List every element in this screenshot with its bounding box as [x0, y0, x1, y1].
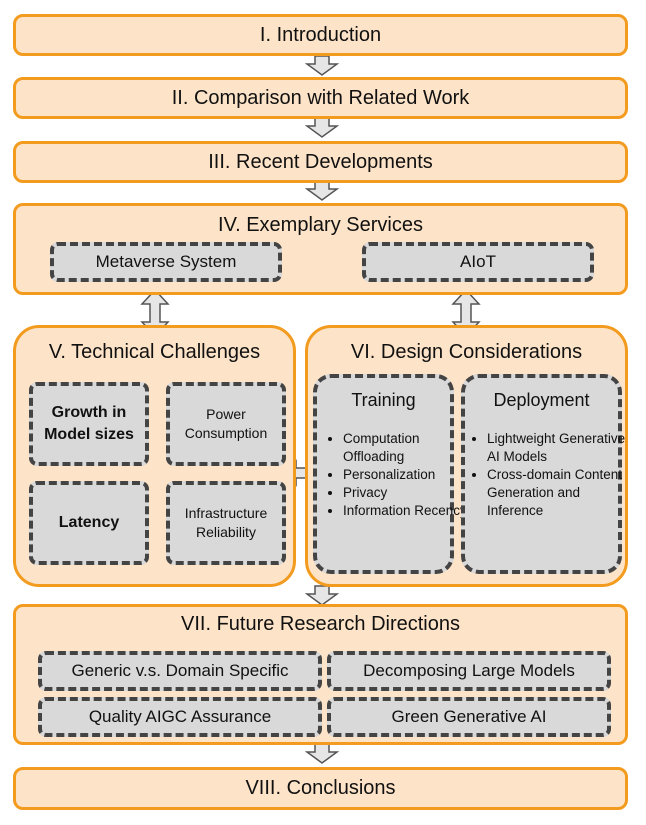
- deployment-list: Lightweight Generative AI Models Cross-d…: [467, 430, 637, 520]
- down-arrow: [304, 55, 340, 76]
- section-future-research: VII. Future Research Directions Generic …: [13, 604, 628, 745]
- section-title: V. Technical Challenges: [48, 341, 261, 363]
- section-design-considerations: VI. Design Considerations Training Compu…: [305, 325, 628, 587]
- deployment-title: Deployment: [493, 390, 590, 410]
- metaverse-label: Metaverse System: [95, 252, 237, 271]
- section-title: IV. Exemplary Services: [218, 214, 423, 236]
- section-introduction: I. Introduction: [13, 14, 628, 56]
- quality-aigc-box: Quality AIGC Assurance: [38, 697, 322, 737]
- growth-line2: Model sizes: [44, 426, 134, 443]
- training-box: Training Computation Offloading Personal…: [313, 374, 467, 574]
- section-title: II. Comparison with Related Work: [171, 86, 470, 109]
- list-item: Privacy: [343, 484, 467, 502]
- section-exemplary-services: IV. Exemplary Services Metaverse System …: [13, 203, 628, 295]
- growth-line1: Growth in: [51, 404, 127, 421]
- metaverse-system-box: Metaverse System: [50, 242, 282, 282]
- decomposing-label: Decomposing Large Models: [363, 661, 575, 680]
- list-item: Computation Offloading: [343, 430, 467, 466]
- section-recent-developments: III. Recent Developments: [13, 141, 628, 183]
- generic-label: Generic v.s. Domain Specific: [71, 661, 289, 680]
- quality-label: Quality AIGC Assurance: [88, 707, 272, 726]
- list-item: Lightweight Generative AI Models: [487, 430, 637, 466]
- power-line1: Power: [206, 406, 246, 422]
- green-label: Green Generative AI: [391, 707, 547, 726]
- training-title: Training: [351, 390, 416, 410]
- section-comparison: II. Comparison with Related Work: [13, 77, 628, 119]
- list-item: Cross-domain Content Generation and Infe…: [487, 466, 637, 520]
- section-conclusions: VIII. Conclusions: [13, 767, 628, 810]
- aiot-label: AIoT: [460, 252, 496, 271]
- generic-vs-domain-box: Generic v.s. Domain Specific: [38, 651, 322, 691]
- decomposing-models-box: Decomposing Large Models: [327, 651, 611, 691]
- infra-line1: Infrastructure: [184, 505, 268, 521]
- list-item: Information Recency: [343, 502, 467, 520]
- latency-box: Latency: [29, 481, 149, 565]
- list-item: Personalization: [343, 466, 467, 484]
- section-title: III. Recent Developments: [208, 150, 433, 173]
- section-title: VI. Design Considerations: [350, 341, 583, 363]
- section-title: VII. Future Research Directions: [181, 613, 460, 635]
- section-title: I. Introduction: [259, 23, 382, 46]
- aiot-box: AIoT: [362, 242, 594, 282]
- down-arrow: [304, 117, 340, 138]
- latency-label: Latency: [58, 514, 120, 531]
- down-arrow: [304, 743, 340, 764]
- power-line2: Consumption: [184, 425, 268, 441]
- section-title: VIII. Conclusions: [245, 777, 396, 799]
- section-technical-challenges: V. Technical Challenges Growth in Model s…: [13, 325, 296, 587]
- training-list: Computation Offloading Personalization P…: [323, 430, 467, 520]
- green-generative-ai-box: Green Generative AI: [327, 697, 611, 737]
- infra-line2: Reliability: [196, 524, 256, 540]
- down-arrow: [304, 180, 340, 201]
- deployment-box: Deployment Lightweight Generative AI Mod…: [461, 374, 625, 574]
- down-arrow: [304, 585, 340, 606]
- growth-model-sizes-box: Growth in Model sizes: [29, 382, 149, 466]
